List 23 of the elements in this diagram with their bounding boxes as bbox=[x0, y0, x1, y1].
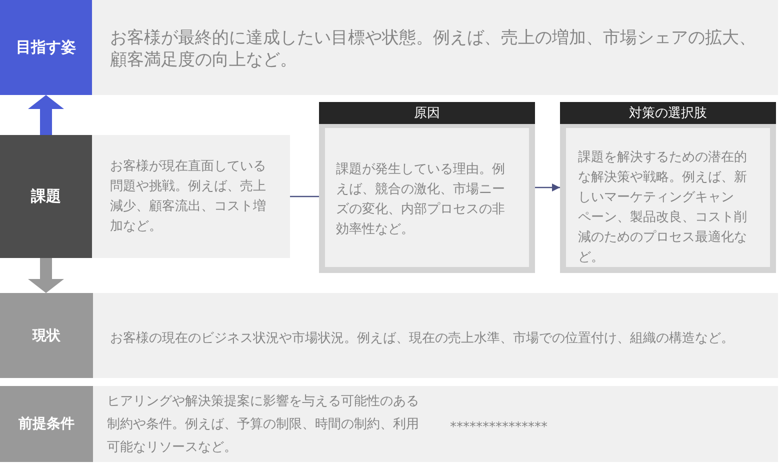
description-text: ヒアリングや解決策提案に影響を与える可能性のある制約や条件。例えば、予算の制限、時間の制約、利用可能なリソースなど。 bbox=[107, 393, 420, 457]
block-arrow bbox=[28, 95, 64, 135]
card-title-bar: 対策の選択肢 bbox=[560, 102, 776, 124]
band-header: 目指す姿 bbox=[0, 0, 92, 95]
category-band bbox=[0, 386, 778, 462]
block-arrow bbox=[28, 258, 64, 293]
category-band bbox=[0, 135, 290, 258]
band-header: 課題 bbox=[0, 135, 92, 258]
band-header: 前提条件 bbox=[0, 386, 93, 462]
description-text: お客様が最終的に達成したい目標や状態。例えば、売上の増加、市場シェアの拡大、顧客満足度の向上など。 bbox=[110, 27, 757, 71]
description-text: お客様が現在直面している問題や挑戦。例えば、売上減少、顧客流出、コスト増加など。 bbox=[110, 158, 267, 236]
info-card bbox=[560, 102, 776, 273]
card-title-bar: 原因 bbox=[319, 102, 535, 124]
category-band bbox=[0, 293, 778, 378]
description-text: 課題が発生している理由。例えば、競合の激化、市場ニーズの変化、内部プロセスの非効率性など。 bbox=[336, 161, 506, 239]
connector-line bbox=[290, 196, 319, 198]
arrow bbox=[535, 184, 560, 192]
description-text: 課題を解決するための潜在的な解決策や戦略。例えば、新しいマーケティングキャンペーン、製品改良、コスト削減のためのプロセス最適化など。 bbox=[578, 149, 748, 267]
description-text: お客様の現在のビジネス状況や市場状況。例えば、現在の売上水準、市場での位置付け、組織の構造など。 bbox=[110, 330, 735, 348]
band-header: 現状 bbox=[0, 293, 93, 378]
masked-text: *************** bbox=[450, 419, 548, 437]
info-card bbox=[319, 102, 535, 273]
category-band bbox=[0, 0, 778, 95]
